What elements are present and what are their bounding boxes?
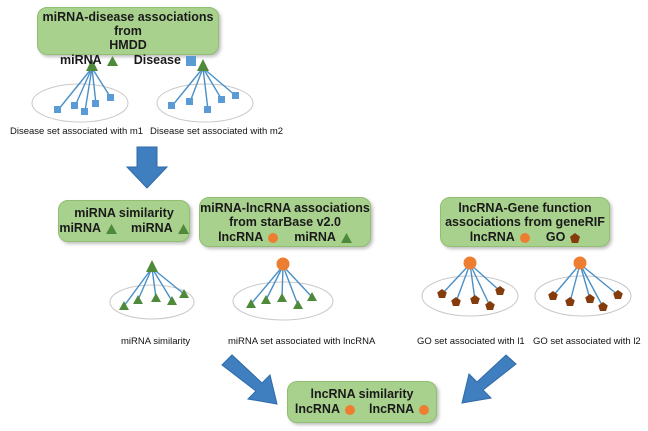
pentagon-icon (570, 232, 581, 243)
disease-node (186, 98, 193, 105)
box-legend: lncRNA GO (441, 230, 609, 245)
go-node (548, 291, 558, 300)
mirna-node (293, 300, 303, 309)
box-title: miRNA similarity (74, 206, 174, 220)
tree-go-l2 (534, 256, 632, 317)
circle-icon (345, 404, 355, 415)
set-ellipse (31, 83, 129, 123)
disease-node (218, 96, 225, 103)
caption-disease-set-m1: Disease set associated with m1 (10, 126, 144, 137)
mirna-node (261, 295, 271, 304)
flow-arrow-diag-right (221, 354, 278, 405)
go-node (565, 297, 575, 306)
lncrna-similarity-box: lncRNA similarity lncRNA lncRNA (287, 381, 437, 423)
tree-mirna-lncrna (232, 257, 334, 321)
go-node (598, 302, 608, 311)
mirna-node (179, 289, 189, 298)
mirna-node (167, 296, 177, 305)
triangle-icon (106, 55, 118, 66)
mirna-node (86, 59, 98, 71)
go-node (495, 286, 505, 295)
box-legend: lncRNA lncRNA (288, 402, 436, 417)
flow-arrow-down (125, 146, 169, 189)
legend-label-lncrna: lncRNA (294, 402, 340, 416)
box-title-line2: associations from geneRIF (445, 215, 605, 229)
mirna-node (246, 299, 256, 308)
triangle-icon (177, 223, 189, 234)
legend-label-mirna: miRNA (294, 230, 336, 244)
circle-icon (419, 404, 430, 415)
mirna-node (277, 293, 287, 302)
go-node (470, 295, 480, 304)
go-node (485, 301, 495, 310)
box-legend: miRNA miRNA (59, 221, 189, 236)
caption-disease-set-m2: Disease set associated with m2 (150, 126, 284, 137)
disease-node (71, 102, 78, 109)
box-title-line1: miRNA-disease associations from (42, 10, 214, 38)
triangle-icon (340, 232, 352, 243)
legend-label-lncrna: lncRNA (369, 402, 415, 416)
disease-node (168, 102, 175, 109)
lncrna-node (276, 257, 290, 271)
disease-node (81, 108, 88, 115)
mirna-node (151, 293, 161, 302)
mirna-node (146, 260, 158, 272)
set-ellipse (109, 284, 195, 320)
mirna-node (119, 301, 129, 310)
box-title: lncRNA similarity (310, 387, 414, 401)
mirna-node (307, 292, 317, 301)
box-title-line1: lncRNA-Gene function (458, 201, 592, 215)
disease-node (92, 100, 99, 107)
go-node (437, 289, 447, 298)
mirna-similarity-box: miRNA similarity miRNA miRNA (58, 200, 190, 242)
starbase-association-box: miRNA-lncRNA associations from starBase … (199, 197, 371, 247)
box-legend: lncRNA miRNA (200, 230, 370, 245)
caption-go-set-l1: GO set associated with l1 (417, 336, 525, 347)
flow-arrow-diag-left (461, 354, 517, 404)
triangle-icon (106, 223, 117, 234)
box-legend: miRNA Disease (38, 53, 218, 68)
box-title-line2: HMDD (109, 38, 147, 52)
mirna-node (197, 59, 209, 71)
legend-label-mirna: miRNA (131, 221, 173, 235)
circle-icon (268, 232, 279, 243)
hmdd-association-box: miRNA-disease associations from HMDD miR… (37, 7, 219, 67)
legend-label-disease: Disease (133, 53, 181, 67)
legend-label-mirna: miRNA (60, 53, 102, 67)
box-title-line2: from starBase v2.0 (229, 215, 341, 229)
disease-node (204, 106, 211, 113)
legend-label-lncrna: lncRNA (469, 230, 515, 244)
square-icon (185, 55, 196, 66)
go-node (451, 297, 461, 306)
caption-go-set-l2: GO set associated with l2 (533, 336, 641, 347)
disease-node (107, 94, 114, 101)
tree-go-l1 (421, 256, 519, 317)
tree-disease-m2 (156, 59, 254, 123)
generif-association-box: lncRNA-Gene function associations from g… (440, 197, 610, 247)
go-node (613, 290, 623, 299)
disease-node (54, 106, 61, 113)
mirna-node (133, 295, 143, 304)
tree-disease-m1 (31, 59, 129, 123)
box-title-line1: miRNA-lncRNA associations (200, 201, 370, 215)
go-node (585, 294, 595, 303)
legend-label-mirna: miRNA (59, 221, 101, 235)
lncrna-node (463, 256, 477, 270)
legend-label-go: GO (545, 230, 566, 244)
tree-mirna-similarity (109, 260, 195, 320)
caption-mirna-similarity: miRNA similarity (121, 336, 191, 347)
caption-mirna-set-lncrna: miRNA set associated with lncRNA (228, 336, 376, 347)
disease-node (232, 92, 239, 99)
lncrna-node (573, 256, 587, 270)
legend-label-lncrna: lncRNA (218, 230, 264, 244)
set-ellipse (421, 275, 519, 317)
circle-icon (519, 232, 530, 243)
